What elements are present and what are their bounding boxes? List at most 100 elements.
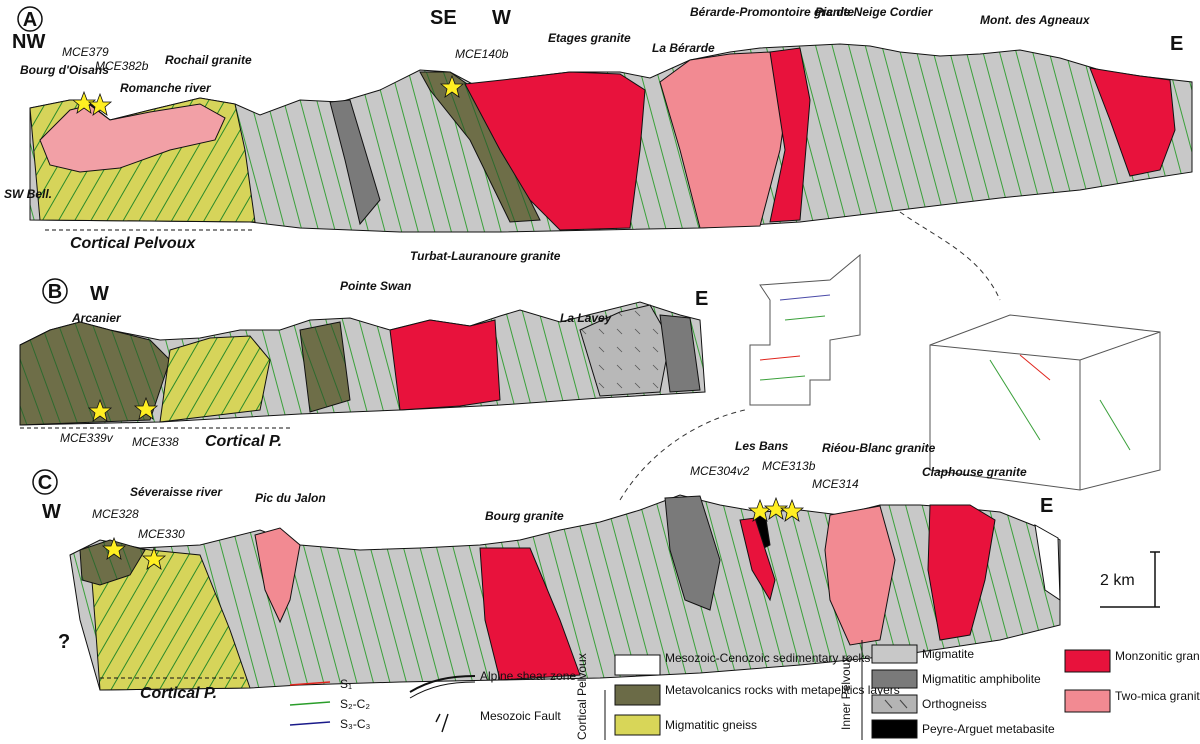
place-claphouse: Claphouse granite (922, 465, 1027, 479)
section-b-metavolcanic (19, 321, 171, 426)
sample-star-icon (133, 396, 159, 420)
section-b-dir-right: E (695, 288, 708, 310)
place-mont-des-agneaux: Mont. des Agneaux (980, 13, 1091, 27)
place-berarde-promontoire: Bérarde-Promontoire granite (690, 5, 854, 19)
legend-s1: S₁ (340, 677, 352, 691)
section-b-title: Cortical P. (205, 433, 282, 450)
sample-star-icon (439, 74, 465, 98)
fault-icon (435, 713, 449, 733)
place-pic-du-jalon: Pic du Jalon (255, 491, 326, 505)
place-turbat-lauranoure: Turbat-Lauranoure granite (410, 249, 561, 263)
section-b-dir-left: W (90, 283, 109, 305)
section-a-rochail-granite (39, 103, 226, 173)
section-b-dark-band (299, 321, 351, 413)
column-block (749, 253, 861, 406)
legend-swatch-gneiss (614, 714, 661, 736)
legend-sediments-label: Mesozoic-Cenozoic sedimentary rocks (665, 651, 870, 665)
scale-bar: 2 km (1100, 551, 1160, 608)
legend-migmatite-label: Migmatite (922, 647, 974, 661)
legend-metabasite-label: Peyre-Arguet metabasite (922, 722, 1055, 736)
sample-mce330: MCE330 (138, 527, 185, 541)
section-a-amphibolite-band (329, 99, 381, 226)
legend-two-mica-label: Two-mica granite (1115, 689, 1200, 703)
section-c-title: Cortical P. (140, 685, 217, 702)
legend-fault: Mesozoic Fault (480, 709, 561, 723)
legend-line-s3 (289, 721, 331, 726)
legend-s2: S₂-C₂ (340, 697, 370, 711)
legend-swatch-orthogneiss (871, 694, 918, 714)
pointer-arrow-a (899, 211, 1001, 301)
legend-swatch-sediments (614, 654, 661, 676)
place-rieou-blanc: Riéou-Blanc granite (822, 441, 936, 455)
section-b-amphibolite (659, 314, 701, 393)
orthogneiss-mark-icon (899, 699, 908, 709)
legend-swatch-metavolcanics (614, 684, 661, 706)
block-diagram-large (929, 314, 1161, 491)
section-c-sediments (1034, 524, 1061, 601)
sample-mce339v: MCE339v (60, 431, 114, 445)
section-c-rieou-blanc-granite (824, 505, 896, 646)
question-mark: ? (58, 631, 70, 653)
sample-star-icon (141, 546, 167, 570)
sample-mce328: MCE328 (92, 507, 139, 521)
section-a-east-granite (1089, 67, 1176, 177)
section-c-jalon-granite (254, 527, 301, 624)
legend-gneiss-label: Migmatitic gneiss (665, 718, 757, 732)
legend-swatch-metabasite (871, 719, 918, 739)
section-a-dir-right: E (1170, 33, 1183, 55)
legend-line-s2 (289, 701, 331, 706)
place-arcanier: Arcanier (71, 311, 122, 325)
block-diagram-column (749, 253, 861, 406)
section-c-lesbans-granite (739, 517, 776, 602)
sample-mce304v2: MCE304v2 (690, 464, 750, 478)
section-a-title: Cortical Pelvoux (70, 235, 196, 252)
section-a-monzonitic-strip (769, 47, 811, 223)
sample-star-icon (71, 90, 97, 114)
sample-mce314: MCE314 (812, 477, 859, 491)
legend-monzonitic-label: Monzonitic granite (1115, 649, 1200, 663)
scale-bar-label: 2 km (1100, 572, 1135, 589)
sample-star-icon (87, 92, 113, 116)
place-la-berarde: La Bérarde (652, 41, 715, 55)
sample-mce382b: MCE382b (95, 59, 149, 73)
sample-star-icon (101, 536, 127, 560)
section-a-metavolcanic-band (419, 71, 541, 223)
sample-mce140b: MCE140b (455, 47, 509, 61)
legend-metavolcanics-label: Metavolcanics rocks with metapelitics la… (665, 683, 900, 697)
section-c-letter: C (38, 472, 52, 494)
legend: S₁ S₂-C₂ S₃-C₃ Alpine shear zone Mesozoi… (289, 640, 1200, 740)
shear-zone-icon (409, 675, 476, 693)
place-les-bans: Les Bans (735, 439, 789, 453)
legend-swatch-two-mica (1064, 689, 1111, 713)
section-b (19, 301, 706, 426)
place-sw-bell: SW Bell. (4, 187, 52, 201)
orthogneiss-mark-icon (884, 699, 893, 709)
place-severaisse-river: Séveraisse river (130, 485, 223, 499)
place-etages-granite: Etages granite (548, 31, 631, 45)
place-pointe-swan: Pointe Swan (340, 279, 411, 293)
section-b-labels: B W E Arcanier Pointe Swan Turbat-Lauran… (20, 249, 708, 450)
section-a-labels: A NW SE W E Bourg d'Oisans Romanche rive… (4, 5, 1183, 252)
place-bourg-granite: Bourg granite (485, 509, 564, 523)
place-rochail-granite: Rochail granite (165, 53, 252, 67)
legend-line-s1 (289, 681, 331, 686)
section-c-amphibolite (664, 495, 721, 611)
place-pic-de-neige: Pic de Neige Cordier (815, 5, 934, 19)
section-c-dir-right: E (1040, 495, 1053, 517)
section-c-bourg-granite (479, 547, 581, 681)
section-b-turbat-granite (389, 319, 501, 411)
legend-swatch-amphibolite (871, 669, 918, 689)
section-a-etages-granite (464, 71, 646, 231)
section-c-claphouse-granite (927, 504, 996, 641)
sample-mce379: MCE379 (62, 45, 109, 59)
pointer-arrow-c (619, 409, 746, 501)
sample-star-icon (779, 498, 805, 522)
sample-star-icon (763, 496, 789, 520)
legend-group-inner: Inner Pelvoux (839, 657, 853, 730)
place-la-lavey: La Lavey (560, 311, 613, 325)
section-a (29, 43, 1193, 233)
legend-swatch-migmatite (871, 644, 918, 664)
section-b-letter: B (48, 281, 62, 303)
legend-group-cortical: Cortical Pelvoux (575, 653, 589, 740)
